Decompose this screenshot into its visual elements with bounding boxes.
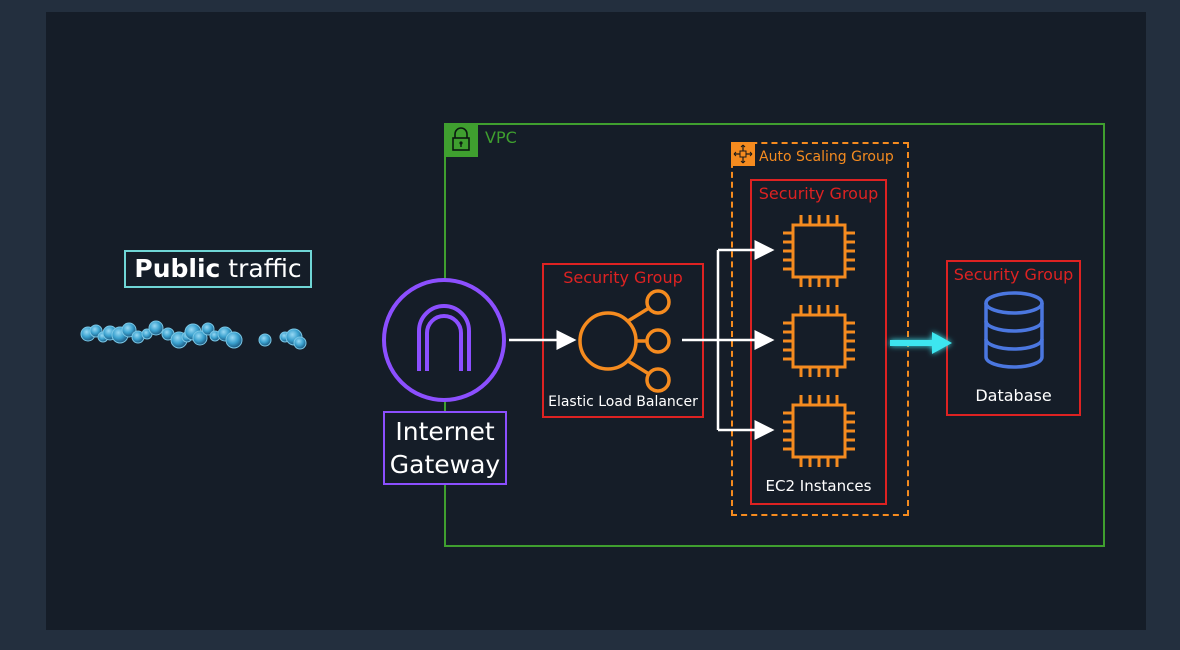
public-traffic-regular: traffic [220,254,302,283]
security-group-ec2-title: Security Group [758,184,879,203]
security-group-db-title: Security Group [953,265,1074,284]
diagram-canvas: Public traffic VPC Auto S [46,12,1146,630]
ec2-instances-label: EC2 Instances [765,477,872,495]
ec2-chip-icon [783,215,855,287]
ec2-instance [779,211,859,295]
connector-elb-to-ec2 [682,250,720,430]
ec2-instance [779,391,859,475]
security-group-ec2: Security Group [750,179,887,505]
traffic-bubble [225,331,243,349]
traffic-bubble [192,330,208,346]
database-label: Database [975,386,1052,405]
security-group-elb-title: Security Group [563,268,683,287]
vpc-label: VPC [485,128,517,147]
auto-scaling-group-boundary [731,142,909,516]
public-traffic-bubbles [80,320,307,350]
traffic-bubble [121,322,137,338]
traffic-bubble [201,322,215,336]
ec2-chip-icon [783,395,855,467]
public-traffic-bold: Public [134,254,221,283]
auto-scaling-label: Auto Scaling Group [759,149,894,165]
internet-gateway-line1: Internet [395,417,495,446]
auto-scaling-badge [731,142,755,166]
load-balancer-icon [578,289,671,393]
traffic-bubble [293,336,307,350]
public-traffic-label: Public traffic [124,250,312,288]
ec2-chip-icon [783,305,855,377]
internet-gateway-line2: Gateway [389,450,501,479]
lock-icon [452,127,470,151]
security-group-db: Security Group [946,260,1081,416]
vpc-lock-badge [444,123,478,157]
ec2-instance [779,301,859,385]
traffic-bubble [148,320,164,336]
arrow-ec2-to-database [890,332,952,354]
flow-connectors [509,240,952,440]
internet-gateway-icon [382,278,506,402]
load-balancer-label: Elastic Load Balancer [548,394,698,410]
traffic-bubble [258,333,272,347]
internet-gateway-label: Internet Gateway [383,411,507,485]
database-icon [984,291,1044,369]
auto-scaling-icon [733,144,753,164]
